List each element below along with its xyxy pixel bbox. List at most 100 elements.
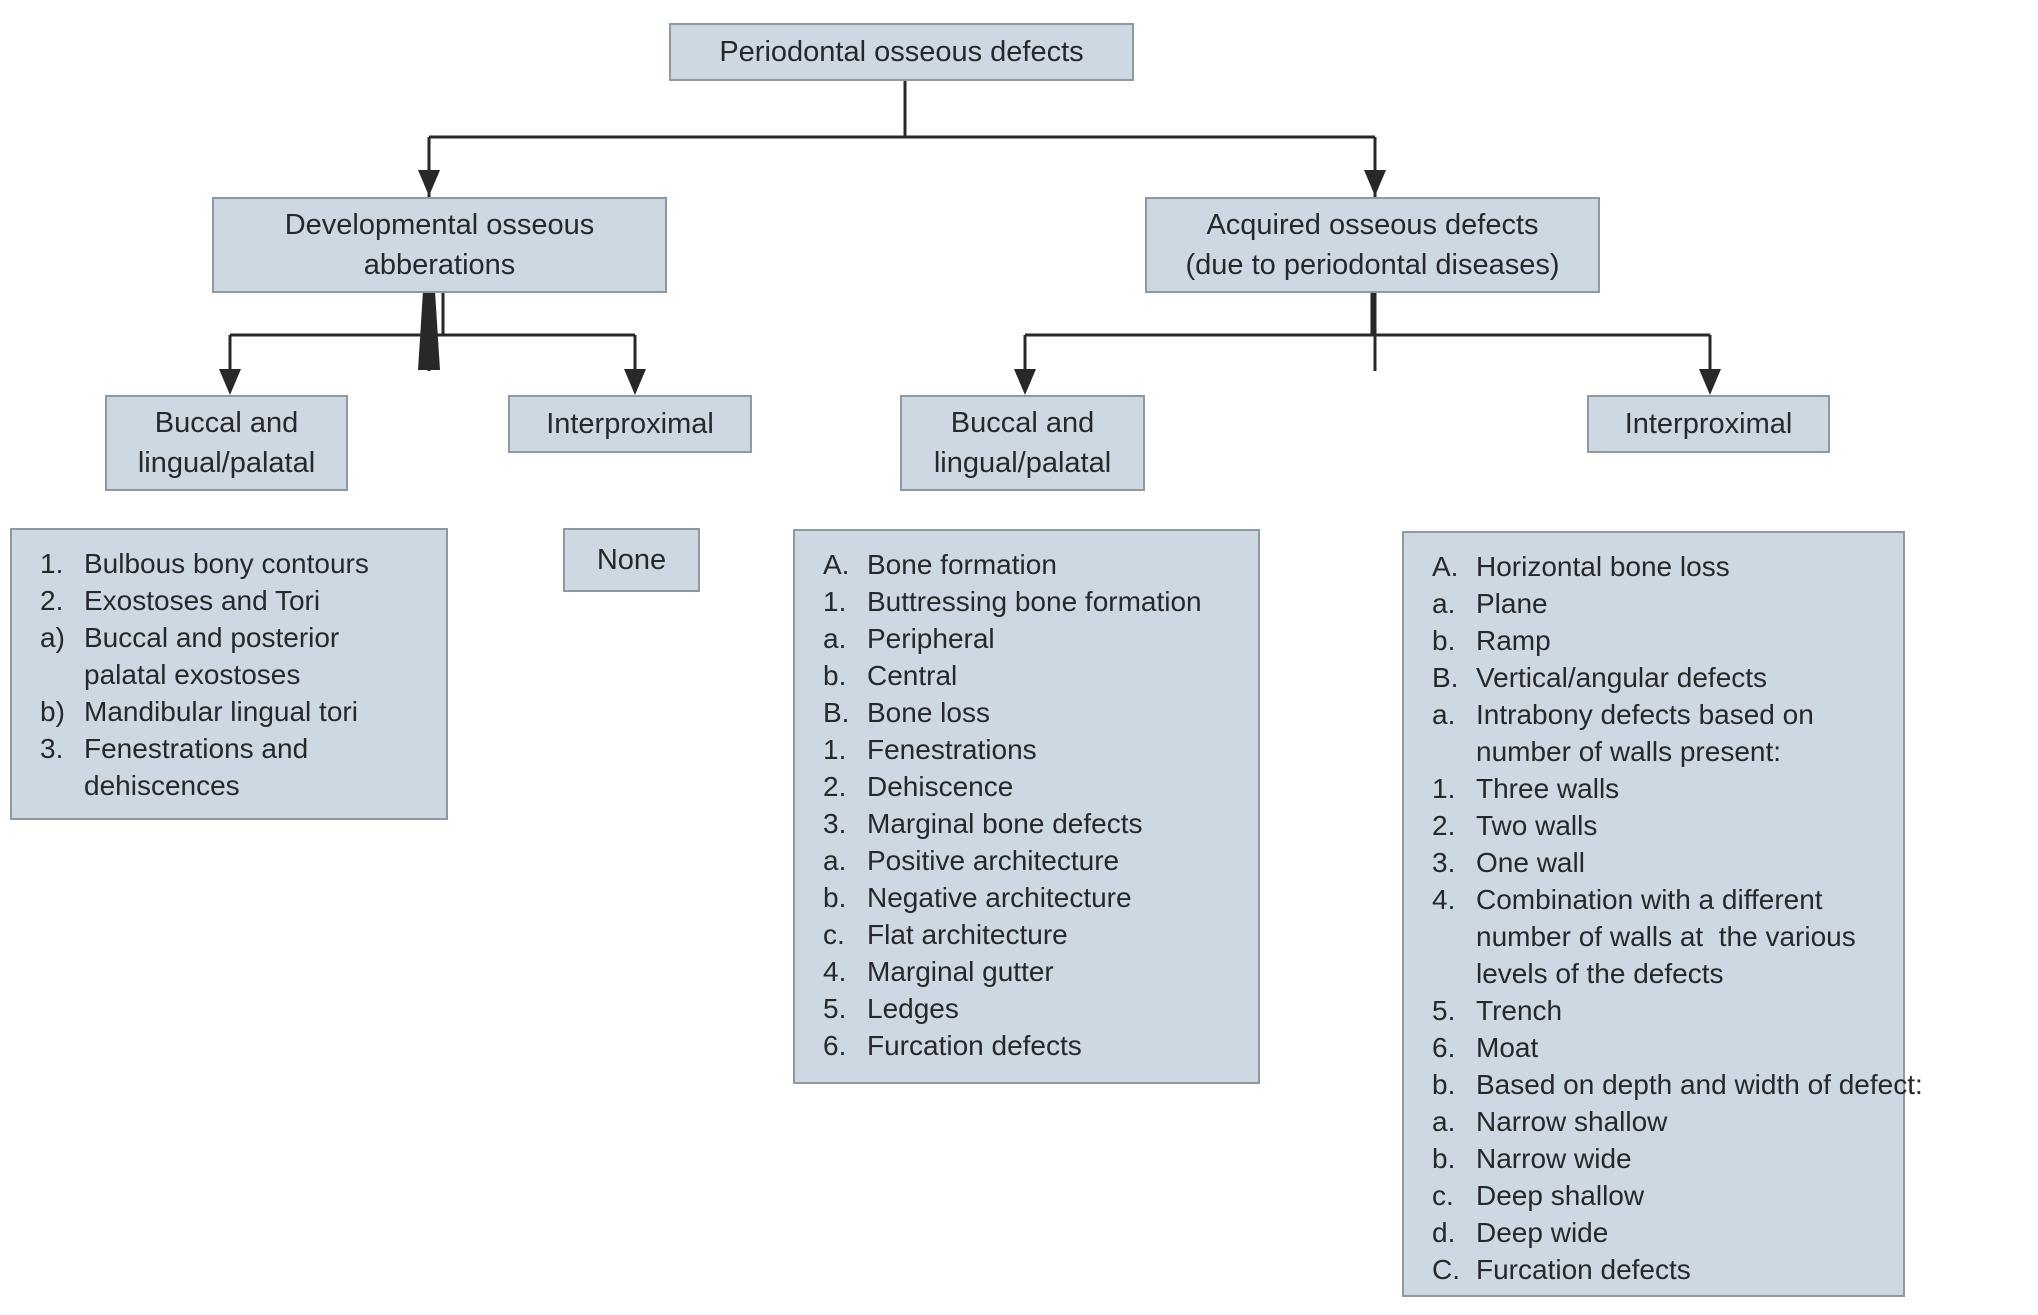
list-line: 2.Two walls bbox=[1432, 807, 1899, 844]
node-label: Interproximal bbox=[1624, 408, 1793, 440]
list-line-marker: 1. bbox=[40, 548, 64, 579]
list-dev-buccal-details: 1. Bulbous bony contours 2. Exostoses and T… bbox=[10, 528, 448, 820]
list-line: a)Buccal and posterior bbox=[40, 619, 442, 656]
list-line: a. Intrabony defects based on bbox=[1432, 696, 1899, 733]
list-line: 4. Marginal gutter bbox=[823, 953, 1254, 990]
list-line-text: number of walls at the various bbox=[1476, 921, 1856, 952]
node-periodontal-osseous-defects: Periodontal osseous defects bbox=[669, 23, 1134, 81]
list-line-marker: b. bbox=[823, 660, 847, 691]
list-line-marker: 6. bbox=[823, 1030, 847, 1061]
list-line-marker: 5. bbox=[823, 993, 847, 1024]
list-line: c. Deep shallow bbox=[1432, 1177, 1899, 1214]
list-line-text: Bone formation bbox=[867, 549, 1057, 580]
list-line-marker: 4. bbox=[823, 956, 847, 987]
list-line-text: Furcation defects bbox=[1476, 1254, 1691, 1285]
list-line: C.Furcation defects bbox=[1432, 1251, 1899, 1288]
node-label: Periodontal osseous defects bbox=[719, 36, 1084, 68]
node-dev-buccal-lingual-palatal: Buccal and lingual/palatal bbox=[105, 395, 348, 491]
list-line-marker: 3. bbox=[40, 733, 64, 764]
list-line: b)Mandibular lingual tori bbox=[40, 693, 442, 730]
list-line-text: Positive architecture bbox=[867, 845, 1120, 876]
list-line-marker: 5. bbox=[1432, 995, 1456, 1026]
node-label-line: lingual/palatal bbox=[137, 447, 316, 479]
list-line-marker: 3. bbox=[1432, 847, 1456, 878]
list-line: 1. Bulbous bony contours bbox=[40, 545, 442, 582]
list-line: A.Horizontal bone loss bbox=[1432, 548, 1899, 585]
list-line-text: Buccal and posterior bbox=[84, 622, 340, 653]
list-line: 6. Moat bbox=[1432, 1029, 1899, 1066]
list-line-text: Plane bbox=[1476, 588, 1548, 619]
list-line-text: Deep shallow bbox=[1476, 1180, 1645, 1211]
list-line-marker: b. bbox=[1432, 625, 1456, 656]
list-line-text: Vertical/angular defects bbox=[1476, 662, 1768, 693]
arrowhead-down-icon bbox=[418, 170, 440, 196]
list-line-text: Negative architecture bbox=[867, 882, 1132, 913]
arrowhead-down-icon bbox=[1699, 369, 1721, 395]
list-line: number of walls at the various bbox=[1432, 918, 1899, 955]
list-line: 1.Buttressing bone formation bbox=[823, 583, 1254, 620]
list-line: B. Vertical/angular defects bbox=[1432, 659, 1899, 696]
list-line: 3.Marginal bone defects bbox=[823, 805, 1254, 842]
list-line: 1.Fenestrations bbox=[823, 731, 1254, 768]
node-label-line: lingual/palatal bbox=[933, 447, 1112, 479]
list-line-marker: a. bbox=[1432, 1106, 1456, 1137]
list-line-text: Moat bbox=[1476, 1032, 1539, 1063]
node-label: Interproximal bbox=[546, 408, 714, 440]
list-line-text: Furcation defects bbox=[867, 1030, 1082, 1061]
node-label: None bbox=[596, 544, 667, 576]
list-line: 3.Fenestrations and bbox=[40, 730, 442, 767]
list-line-text: Combination with a different bbox=[1476, 884, 1823, 915]
list-line-text: number of walls present: bbox=[1476, 736, 1782, 767]
list-line-marker: c. bbox=[1432, 1180, 1454, 1211]
list-line-text: Ramp bbox=[1476, 625, 1551, 656]
node-label-line: (due to periodontal diseases) bbox=[1185, 249, 1560, 281]
node-label-line: Buccal and bbox=[950, 407, 1095, 439]
list-line: a.Peripheral bbox=[823, 620, 1254, 657]
list-line-marker: 3. bbox=[823, 808, 847, 839]
list-line-marker: B. bbox=[1432, 662, 1459, 693]
list-line-marker: 2. bbox=[1432, 810, 1456, 841]
list-line: b. Negative architecture bbox=[823, 879, 1254, 916]
list-line: a.Positive architecture bbox=[823, 842, 1254, 879]
arrowhead-down-icon bbox=[219, 369, 241, 395]
node-developmental-osseous-abberations: Developmental osseous abberations bbox=[212, 197, 667, 293]
list-line-marker: b. bbox=[1432, 1069, 1456, 1100]
list-line-text: Central bbox=[867, 660, 958, 691]
list-line: 5.Trench bbox=[1432, 992, 1899, 1029]
list-line-marker: a. bbox=[1432, 699, 1456, 730]
node-dev-interproximal: Interproximal bbox=[508, 395, 752, 453]
list-line-marker: a. bbox=[1432, 588, 1456, 619]
arrowhead-down-icon bbox=[1364, 170, 1386, 196]
list-line-text: Deep wide bbox=[1476, 1217, 1609, 1248]
list-line: b. Central bbox=[823, 657, 1254, 694]
list-line-marker bbox=[40, 656, 84, 693]
list-line-marker: c. bbox=[823, 919, 845, 950]
list-line-marker: 2. bbox=[40, 585, 64, 616]
arrowhead-down-icon bbox=[1014, 369, 1036, 395]
list-line-text: Three walls bbox=[1476, 773, 1620, 804]
list-line-marker: d. bbox=[1432, 1217, 1456, 1248]
list-line: 5.Ledges bbox=[823, 990, 1254, 1027]
list-line-text: Dehiscence bbox=[867, 771, 1014, 802]
list-line-text: Marginal gutter bbox=[867, 956, 1054, 987]
node-label-line: Buccal and bbox=[154, 407, 299, 439]
list-line-text: Bone loss bbox=[867, 697, 990, 728]
node-acq-interproximal: Interproximal bbox=[1587, 395, 1830, 453]
list-line: 2. Exostoses and Tori bbox=[40, 582, 442, 619]
node-acquired-osseous-defects: Acquired osseous defects (due to periodo… bbox=[1145, 197, 1600, 293]
list-line-text: One wall bbox=[1476, 847, 1585, 878]
list-line-marker: 6. bbox=[1432, 1032, 1456, 1063]
list-line-text: Intrabony defects based on bbox=[1476, 699, 1814, 730]
list-line-marker: b. bbox=[823, 882, 847, 913]
list-line-marker bbox=[40, 767, 84, 804]
list-line-marker: 1. bbox=[823, 734, 847, 765]
list-line-text: Exostoses and Tori bbox=[84, 585, 321, 616]
list-line-text: Bulbous bony contours bbox=[84, 548, 369, 579]
list-line-marker: 1. bbox=[1432, 773, 1456, 804]
list-line: 1. Three walls bbox=[1432, 770, 1899, 807]
list-line-marker bbox=[1432, 733, 1476, 770]
list-line-text: Narrow wide bbox=[1476, 1143, 1632, 1174]
list-line: 4.Combination with a different bbox=[1432, 881, 1899, 918]
node-label-line: Acquired osseous defects bbox=[1206, 209, 1539, 241]
